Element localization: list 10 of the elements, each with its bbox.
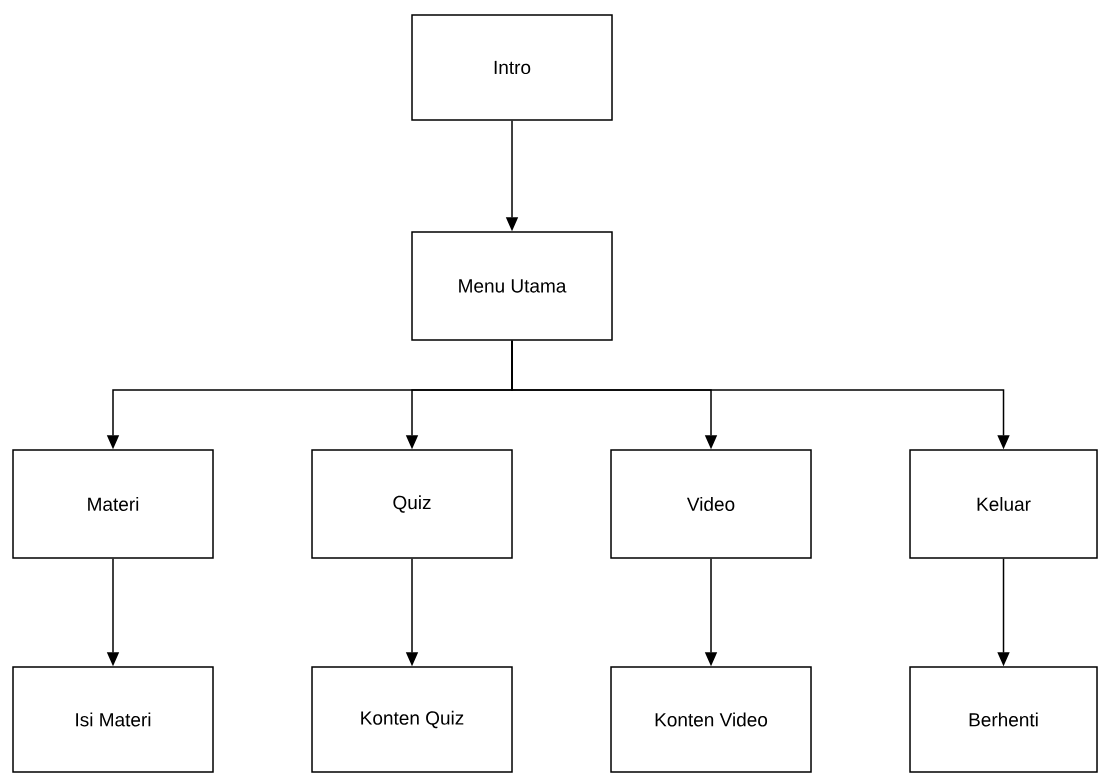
- process-box: Isi Materi: [12, 666, 214, 773]
- process-box: Keluar: [909, 449, 1098, 559]
- process-box: Video: [610, 449, 812, 559]
- process-box: Berhenti: [909, 666, 1098, 773]
- process-box: Intro: [411, 14, 613, 121]
- process-box: Konten Quiz: [311, 666, 513, 773]
- process-box: Materi: [12, 449, 214, 559]
- process-box: Quiz: [311, 449, 513, 559]
- process-box: Menu Utama: [411, 231, 613, 341]
- process-box: Konten Video: [610, 666, 812, 773]
